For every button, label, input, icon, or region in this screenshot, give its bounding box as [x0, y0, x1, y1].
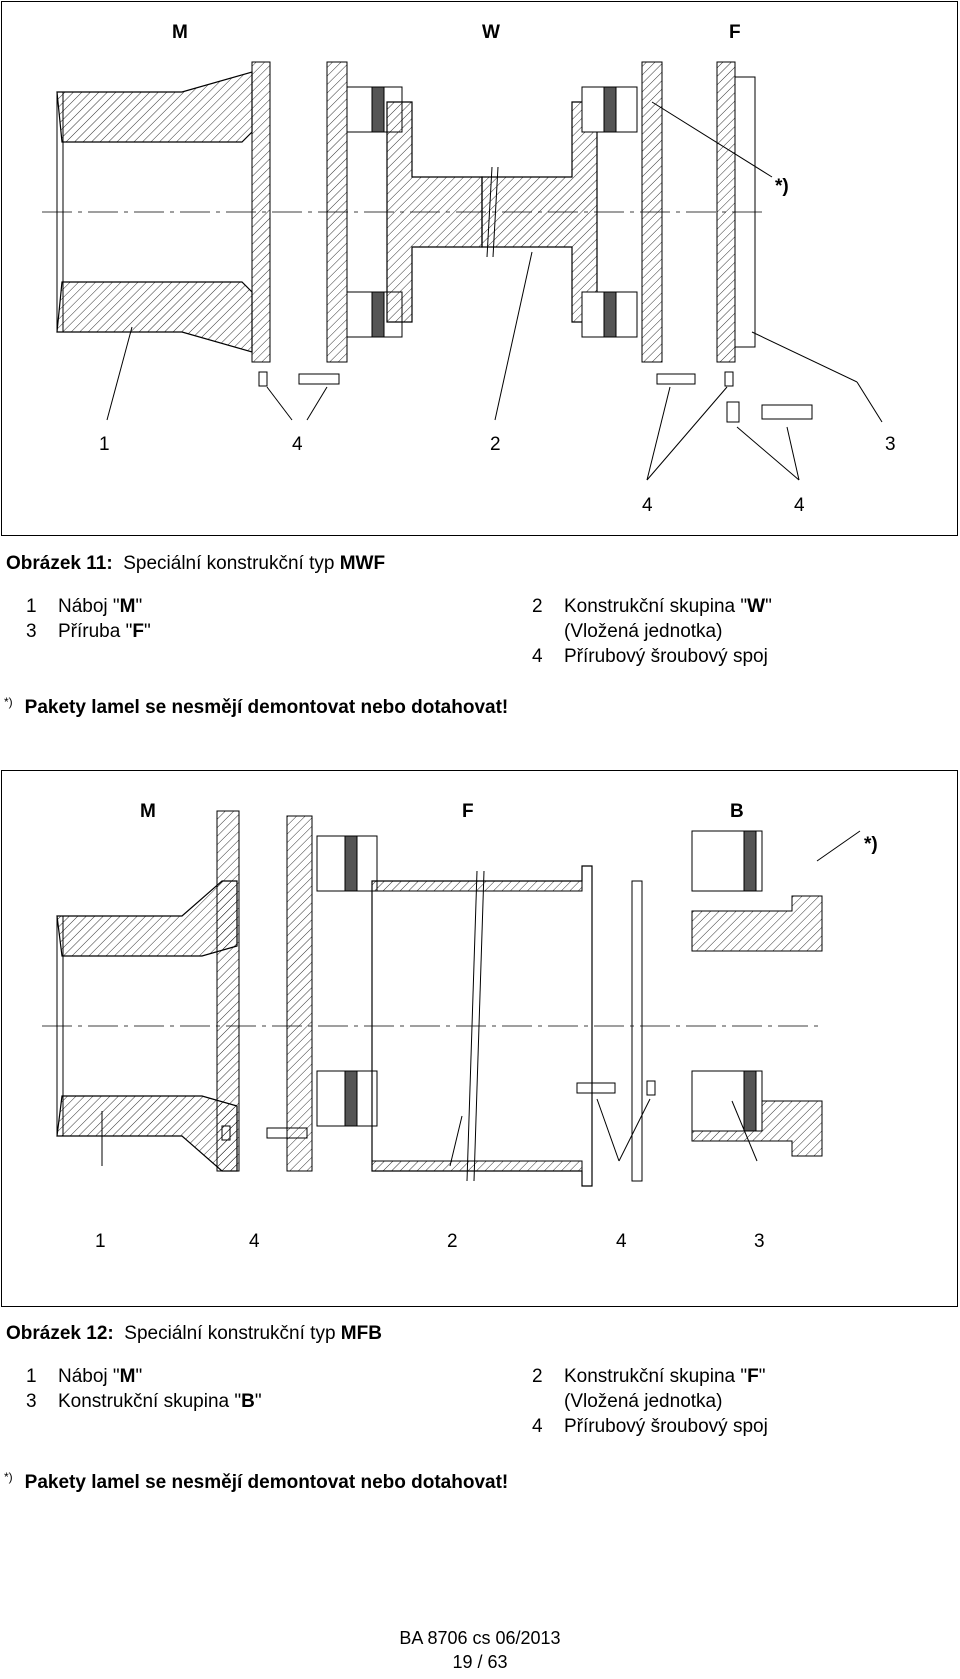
part-number-4b: 4	[642, 495, 653, 516]
page-number: 19 / 63	[452, 1652, 508, 1672]
mwf-coupling-drawing	[42, 61, 883, 481]
page-footer: BA 8706 cs 06/2013 19 / 63	[0, 1626, 960, 1674]
label-m: M	[172, 22, 188, 43]
label-m: M	[140, 801, 156, 822]
figure-11-caption: Obrázek 11: Speciální konstrukční typ MW…	[6, 553, 385, 575]
legend-item: (Vložená jednotka)	[564, 621, 723, 642]
part-number-2: 2	[447, 1231, 458, 1252]
part-number-2: 2	[490, 434, 501, 455]
part-number-1: 1	[95, 1231, 106, 1252]
part-number-4: 4	[292, 434, 303, 455]
caption-prefix: Obrázek 11:	[6, 553, 113, 574]
figure-12-drawing: M F B *) 1 4 2 4 3	[1, 770, 958, 1307]
part-number-3: 3	[885, 434, 896, 455]
star-label: *)	[864, 834, 878, 855]
warning-mark: *)	[4, 695, 13, 709]
label-f: F	[729, 22, 741, 43]
legend-item: (Vložená jednotka)	[564, 1391, 723, 1412]
mfb-coupling-drawing	[42, 810, 861, 1187]
warning-mark: *)	[4, 1470, 13, 1484]
part-number-4: 4	[249, 1231, 260, 1252]
label-f: F	[462, 801, 474, 822]
part-number-4c: 4	[794, 495, 805, 516]
caption-type: MWF	[339, 553, 386, 574]
part-number-1: 1	[99, 434, 110, 455]
label-b: B	[730, 801, 744, 822]
label-w: W	[482, 22, 500, 43]
figure-12-warning: *) Pakety lamel se nesmějí demontovat neb…	[4, 1470, 509, 1494]
caption-text: Speciální konstrukční typ	[124, 1323, 341, 1344]
caption-text: Speciální konstrukční typ	[123, 553, 340, 574]
part-number-3: 3	[754, 1231, 765, 1252]
star-label: *)	[775, 176, 789, 197]
caption-prefix: Obrázek 12:	[6, 1323, 114, 1344]
warning-text: Pakety lamel se nesmějí demontovat nebo …	[24, 697, 509, 718]
warning-text: Pakety lamel se nesmějí demontovat nebo …	[24, 1472, 509, 1493]
part-number-4b: 4	[616, 1231, 627, 1252]
doc-reference: BA 8706 cs 06/2013	[399, 1628, 561, 1648]
figure-11-warning: *) Pakety lamel se nesmějí demontovat neb…	[4, 695, 509, 719]
figure-11-drawing: M W F *) 1 4 2 3 4 4	[1, 1, 958, 536]
figure-12-caption: Obrázek 12: Speciální konstrukční typ MF…	[6, 1323, 382, 1345]
caption-type: MFB	[340, 1323, 382, 1344]
